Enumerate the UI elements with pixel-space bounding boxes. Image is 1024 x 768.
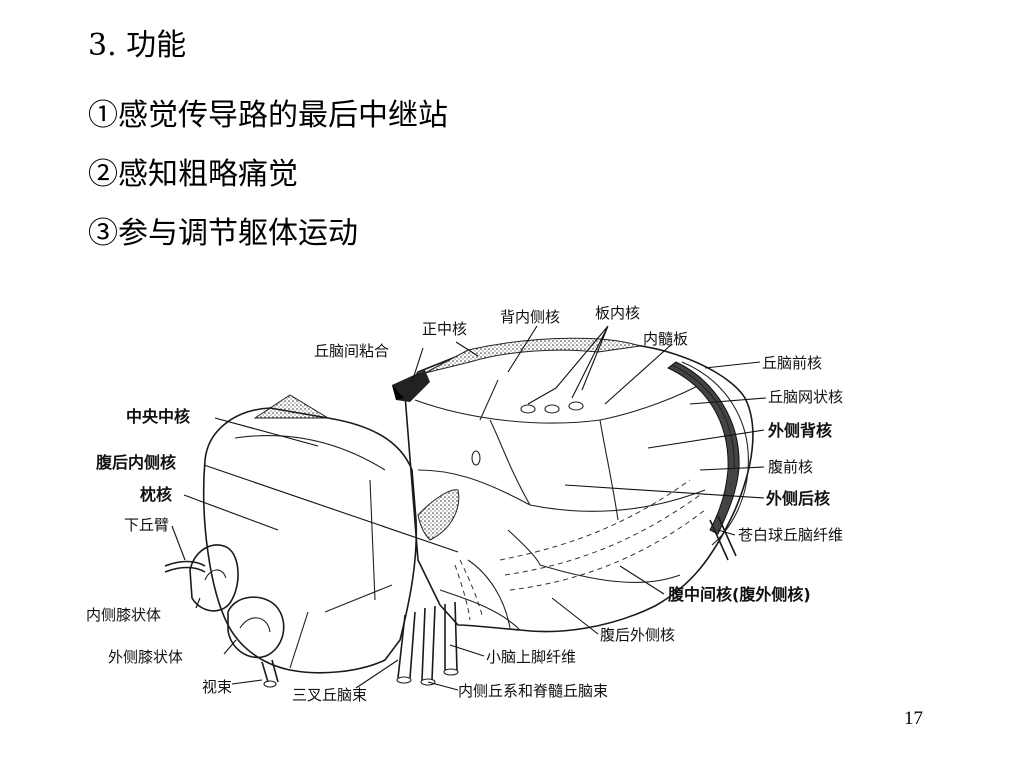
label-banneihe: 板内核 bbox=[595, 304, 640, 322]
label-fuzhongjianhe: 腹中间核(腹外侧核) bbox=[668, 585, 811, 604]
label-shishu: 视束 bbox=[202, 678, 232, 696]
function-item-3: ③参与调节躯体运动 bbox=[88, 216, 358, 251]
label-fuhouneicehe: 腹后内侧核 bbox=[96, 453, 176, 472]
label-xiaqiubi: 下丘臂 bbox=[124, 516, 169, 534]
label-qiunaowangzhuanghe: 丘脑网状核 bbox=[768, 388, 843, 406]
label-zhenhe: 枕核 bbox=[140, 485, 172, 504]
label-waicexizhuangti: 外侧膝状体 bbox=[108, 648, 183, 666]
label-sanchaqiunaoshu: 三叉丘脑束 bbox=[292, 686, 367, 704]
label-zhongyangzhonghe: 中央中核 bbox=[126, 407, 190, 426]
diagram-labels: 正中核 背内侧核 板内核 丘脑间粘合 内髓板 丘脑前核 丘脑网状核 中央中核 外… bbox=[86, 304, 843, 704]
label-qiunaoqianhe: 丘脑前核 bbox=[762, 354, 822, 372]
label-zhengzhonghe: 正中核 bbox=[422, 320, 467, 338]
label-neicexizhuangti: 内侧膝状体 bbox=[86, 606, 161, 624]
label-neiceqiuxi: 内侧丘系和脊髓丘脑束 bbox=[458, 682, 608, 700]
label-beineicehe: 背内侧核 bbox=[500, 308, 560, 326]
label-fuhouwaicehe: 腹后外侧核 bbox=[600, 626, 675, 644]
function-item-2: ②感知粗略痛觉 bbox=[88, 157, 298, 192]
label-xiaonaoshangjiao: 小脑上脚纤维 bbox=[486, 648, 576, 666]
label-qiunaojianzhanhe: 丘脑间粘合 bbox=[314, 342, 389, 360]
slide-title: 3. 功能 bbox=[88, 28, 187, 63]
leader-lines bbox=[171, 325, 767, 691]
label-fuqianhe: 腹前核 bbox=[768, 458, 813, 476]
label-cangbaiqiu: 苍白球丘脑纤维 bbox=[738, 526, 843, 544]
label-neisuiban: 内髓板 bbox=[643, 330, 688, 348]
label-waicehouhe: 外侧后核 bbox=[765, 489, 830, 508]
label-waicebeihe: 外侧背核 bbox=[767, 421, 832, 440]
page-number: 17 bbox=[904, 708, 923, 729]
function-item-1: ①感觉传导路的最后中继站 bbox=[88, 98, 448, 133]
thalamus-body bbox=[164, 337, 754, 688]
